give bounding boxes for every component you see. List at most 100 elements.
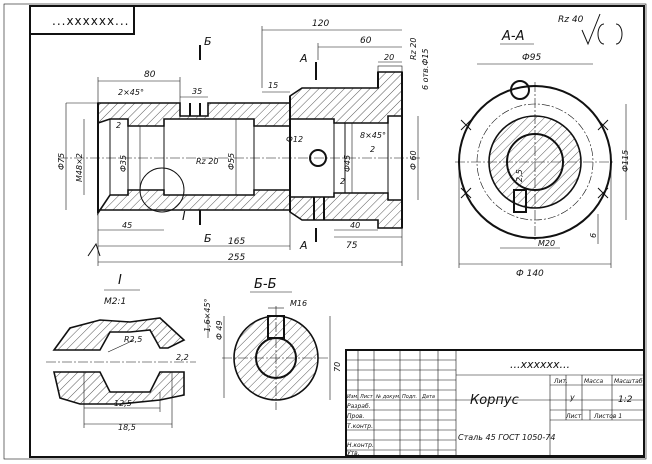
dim-18-5: 18,5: [118, 423, 136, 432]
title-block-frame: [345, 349, 645, 457]
dim-phi45: Ф45: [343, 155, 352, 172]
title-scale-value: 1:2: [618, 395, 633, 405]
dim-2-right: 2: [340, 177, 345, 186]
upper-wall-hatch: [97, 71, 403, 127]
dim-120: 120: [312, 19, 329, 29]
dim-2-left: 2: [116, 121, 121, 130]
col-date: Дата: [421, 394, 435, 400]
title-list: Лист: [565, 413, 582, 420]
dim-phi115: Ф115: [621, 150, 630, 172]
dim-phi140: Ф 140: [516, 269, 544, 279]
rz20-holes: Rz 20: [409, 38, 418, 60]
row-razrab: Разраб.: [347, 403, 371, 410]
flange-rim: [377, 65, 403, 73]
detail-i-view: I M2:1 R2,5 2,2 12,5 18,5: [46, 273, 196, 432]
dim-phi49: Ф 49: [215, 320, 224, 340]
dim-6: 6: [589, 233, 598, 238]
dim-phi35: Ф35: [119, 155, 128, 172]
title-part-name: Корпус: [470, 393, 519, 408]
dim-20: 20: [384, 53, 394, 62]
dim-m48x2: M48×2: [75, 153, 84, 182]
top-stamp-text: ...xxxxxx...: [52, 14, 130, 28]
dim-phi75: Ф75: [57, 153, 66, 170]
dim-r2-5: R2,5: [124, 335, 142, 344]
dim-75: 75: [346, 241, 358, 251]
section-a-label-top: A: [299, 52, 308, 65]
dim-2-5: 2,5: [515, 169, 524, 182]
col-sign: Подп.: [402, 394, 417, 400]
top-stamp-box: [29, 5, 135, 35]
roughness-rz40: Rz 40: [558, 15, 584, 25]
title-doc-code: ...xxxxxx...: [510, 358, 570, 371]
dim-60: 60: [360, 36, 372, 46]
top-hole: [510, 80, 530, 100]
bore-lines: [109, 119, 389, 195]
outer-frame: [3, 3, 647, 460]
dim-40: 40: [350, 221, 360, 230]
row-tkontr: Т.контр.: [347, 423, 373, 430]
dim-m20: M20: [538, 239, 555, 248]
holes-6-note: 6 отв.Ф15: [421, 48, 430, 90]
detail-i-title: I: [118, 273, 122, 288]
detail-lower-hatch: [52, 371, 185, 405]
dim-chamfer-2x45: 2×45°: [118, 88, 144, 97]
m20-thread-hole: [513, 189, 527, 213]
title-lit: Лит.: [553, 378, 568, 385]
dim-phi95: Ф95: [522, 53, 541, 63]
detail-dimension-lines: [83, 339, 173, 428]
section-b-label-top: Б: [204, 35, 212, 48]
aa-dimension-lines: [458, 63, 627, 268]
title-massa: Масса: [584, 378, 603, 385]
title-block-grid: [346, 350, 644, 456]
dim-12-5: 12,5: [114, 399, 132, 408]
angle-mark-2: [87, 242, 101, 257]
row-utv: Утв.: [347, 450, 360, 457]
col-list: Лист: [359, 394, 374, 400]
view-aa: A-A Rz 40 Ф95 Ф115 Ф 140 M20: [455, 13, 630, 279]
detail-i-ref: I: [182, 209, 186, 223]
main-dimension-lines: [65, 26, 419, 266]
section-a-label-bottom: A: [299, 239, 308, 252]
view-aa-title: A-A: [501, 29, 524, 44]
title-listov: Листов 1: [593, 413, 622, 420]
dim-35: 35: [192, 87, 202, 96]
top-thread-hole: [189, 103, 201, 116]
cross-hole-phi12: [309, 149, 327, 167]
section-bb-title: Б-Б: [254, 277, 277, 292]
section-bb-view: Б-Б M16 Ф 49 1,6×45° 70: [203, 277, 342, 410]
dim-phi12: Ф12: [286, 135, 303, 144]
detail-upper-hatch: [52, 317, 186, 351]
dim-2-2: 2,2: [176, 353, 189, 362]
row-prov: Пров.: [347, 413, 365, 420]
dim-1-6x45: 1,6×45°: [203, 298, 212, 332]
inner-frame: [29, 5, 645, 458]
bb-dimension-lines: [207, 307, 331, 400]
bolt-hole-marks: [460, 119, 609, 199]
title-material: Сталь 45 ГОСТ 1050-74: [458, 433, 555, 442]
bottom-thread-hole: [313, 197, 325, 220]
dim-m16: M16: [290, 299, 307, 308]
dim-phi60: Ф 60: [409, 150, 418, 170]
roughness-symbol: [581, 13, 623, 46]
rz20-bore: Rz 20: [196, 157, 218, 166]
dim-chamfer-8x45: 8×45°: [360, 131, 386, 140]
dim-165: 165: [228, 237, 245, 247]
row-nkontr: Н.контр.: [347, 442, 374, 449]
dim-80: 80: [144, 70, 156, 80]
detail-scale: M2:1: [104, 297, 126, 307]
title-lit-value: у: [569, 393, 575, 402]
dim-15: 15: [268, 81, 278, 90]
dim-2-mid: 2: [370, 145, 375, 154]
dim-70: 70: [333, 362, 342, 372]
title-masshtab: Масштаб: [614, 378, 643, 385]
dim-phi55: Ф55: [227, 153, 236, 170]
dim-45: 45: [122, 221, 132, 230]
title-block: ...xxxxxx... Корпус Сталь 45 ГОСТ 1050-7…: [345, 349, 645, 457]
col-doc: № докум.: [375, 394, 401, 400]
main-view: I Б Б A A: [57, 19, 430, 266]
col-izm: Изм.: [347, 394, 359, 400]
dim-255: 255: [228, 253, 245, 263]
outer-contour: [97, 72, 403, 228]
section-b-label-bottom: Б: [204, 232, 212, 245]
